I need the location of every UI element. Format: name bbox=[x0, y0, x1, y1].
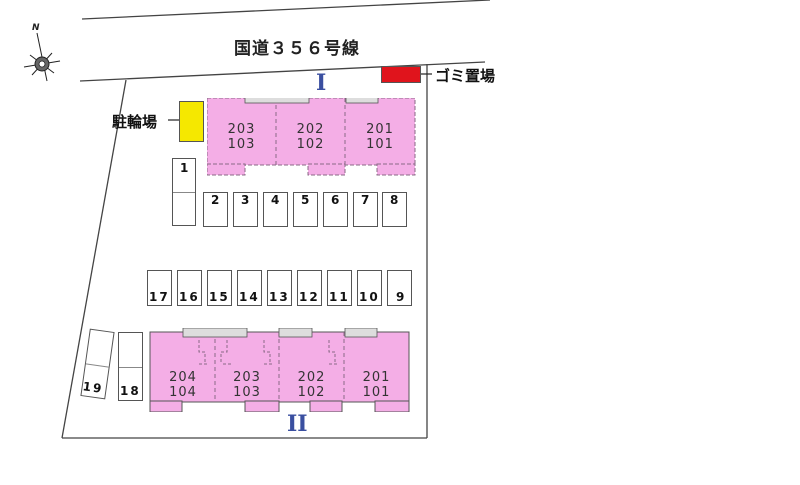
building-ii-unit: 203 103 bbox=[215, 370, 279, 400]
parking-number: 10 bbox=[359, 290, 380, 304]
parking-space-9: 9 bbox=[387, 270, 412, 306]
unit-upper-number: 203 bbox=[227, 122, 256, 137]
parking-space-16: 16 bbox=[177, 270, 202, 306]
parking-space-12: 12 bbox=[297, 270, 322, 306]
parking-space-14: 14 bbox=[237, 270, 262, 306]
building-i-unit: 203 103 bbox=[207, 122, 276, 152]
garbage-area-label: ゴミ置場 bbox=[435, 67, 496, 85]
building-ii: 204 104 203 103 202 102 201 101 bbox=[149, 328, 411, 412]
bicycle-parking-label: 駐輪場 bbox=[112, 113, 158, 131]
parking-number: 1 bbox=[180, 161, 191, 175]
building-i: 203 103 202 102 201 101 bbox=[207, 98, 417, 177]
parking-space-8: 8 bbox=[382, 192, 407, 227]
parking-space-1: 1 bbox=[172, 158, 196, 226]
parking-number: 13 bbox=[269, 290, 290, 304]
road-label: 国道３５６号線 bbox=[234, 39, 360, 59]
parking-space-13: 13 bbox=[267, 270, 292, 306]
garbage-area-marker bbox=[381, 66, 421, 83]
parking-number: 19 bbox=[81, 379, 105, 396]
parking-number: 12 bbox=[299, 290, 320, 304]
building-ii-unit: 202 102 bbox=[279, 370, 344, 400]
parking-number: 5 bbox=[301, 193, 312, 207]
unit-lower-number: 102 bbox=[296, 137, 325, 152]
parking-number: 3 bbox=[241, 193, 252, 207]
unit-upper-number: 204 bbox=[169, 370, 197, 385]
unit-upper-number: 203 bbox=[233, 370, 261, 385]
parking-number: 14 bbox=[239, 290, 260, 304]
parking-number: 18 bbox=[120, 384, 141, 398]
parking-space-11: 11 bbox=[327, 270, 352, 306]
building-ii-label: II bbox=[287, 411, 308, 437]
parking-space-18: 18 bbox=[118, 332, 143, 401]
parking-space-10: 10 bbox=[357, 270, 382, 306]
parking-number: 4 bbox=[271, 193, 282, 207]
north-label: N bbox=[32, 23, 40, 33]
building-i-label: I bbox=[316, 70, 327, 96]
unit-lower-number: 103 bbox=[233, 385, 261, 400]
unit-lower-number: 103 bbox=[227, 137, 256, 152]
parking-number: 8 bbox=[390, 193, 401, 207]
parking-space-17: 17 bbox=[147, 270, 172, 306]
parking-space-3: 3 bbox=[233, 192, 258, 227]
parking-number: 11 bbox=[329, 290, 350, 304]
building-ii-unit: 201 101 bbox=[344, 370, 409, 400]
unit-lower-number: 101 bbox=[362, 385, 391, 400]
unit-upper-number: 202 bbox=[296, 122, 325, 137]
unit-upper-number: 201 bbox=[362, 370, 391, 385]
parking-number: 17 bbox=[149, 290, 170, 304]
unit-upper-number: 201 bbox=[366, 122, 394, 137]
parking-space-4: 4 bbox=[263, 192, 288, 227]
parking-number: 7 bbox=[361, 193, 372, 207]
unit-upper-number: 202 bbox=[297, 370, 326, 385]
unit-lower-number: 102 bbox=[297, 385, 326, 400]
parking-space-15: 15 bbox=[207, 270, 232, 306]
parking-space-2: 2 bbox=[203, 192, 228, 227]
compass-rose-icon bbox=[23, 32, 61, 82]
parking-number: 16 bbox=[179, 290, 200, 304]
building-i-unit: 201 101 bbox=[345, 122, 415, 152]
building-ii-unit: 204 104 bbox=[151, 370, 215, 400]
compass: N bbox=[22, 23, 62, 85]
unit-lower-number: 104 bbox=[169, 385, 197, 400]
parking-space-5: 5 bbox=[293, 192, 318, 227]
parking-number: 9 bbox=[396, 290, 407, 304]
parking-number: 6 bbox=[331, 193, 342, 207]
parking-space-6: 6 bbox=[323, 192, 348, 227]
parking-number: 15 bbox=[209, 290, 230, 304]
parking-number: 2 bbox=[211, 193, 222, 207]
parking-space-7: 7 bbox=[353, 192, 378, 227]
bicycle-parking-marker bbox=[179, 101, 204, 142]
unit-lower-number: 101 bbox=[366, 137, 394, 152]
building-i-unit: 202 102 bbox=[276, 122, 345, 152]
